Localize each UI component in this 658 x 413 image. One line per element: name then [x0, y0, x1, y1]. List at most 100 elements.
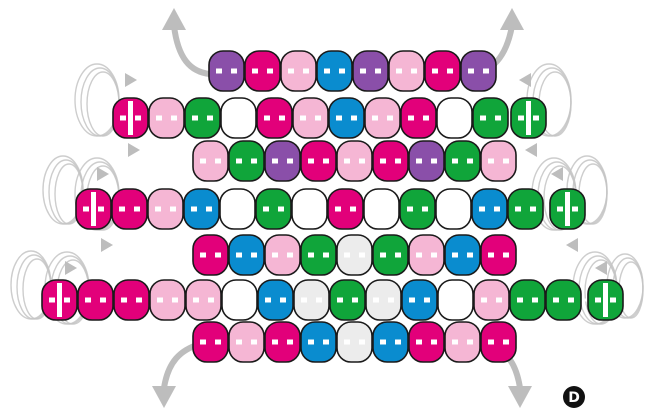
bead: [474, 280, 509, 320]
bead-hole: [236, 159, 242, 164]
bead: [510, 280, 545, 320]
bead: [185, 98, 220, 138]
bead-hole-vertical: [128, 101, 133, 135]
bead: [317, 51, 352, 91]
bead: [265, 141, 300, 181]
loop-arrow-head: [101, 238, 113, 252]
bead-hole: [191, 207, 197, 212]
bead-hole-vertical: [91, 192, 96, 226]
bead-hole: [287, 159, 293, 164]
bead-hole: [244, 298, 250, 303]
bead: [329, 98, 364, 138]
bead-hole: [314, 207, 320, 212]
bead-hole: [460, 298, 466, 303]
bead-hole: [251, 159, 257, 164]
bead-hole: [242, 207, 248, 212]
bead: [193, 235, 228, 275]
loop-arrow-head: [566, 238, 578, 252]
bead: [256, 189, 291, 229]
bead-hole: [121, 298, 127, 303]
bead-hole: [387, 116, 393, 121]
bead-hole: [215, 340, 221, 345]
bead-hole: [371, 207, 377, 212]
bead-hole: [83, 207, 89, 212]
bead-hole: [215, 159, 221, 164]
bead-hole: [264, 116, 270, 121]
bead: [229, 322, 264, 362]
bead-hole: [409, 298, 415, 303]
bead: [78, 280, 113, 320]
bead-row: [209, 51, 496, 91]
bead: [373, 235, 408, 275]
bead-hole: [351, 116, 357, 121]
bead: [481, 235, 516, 275]
bead: [481, 322, 516, 362]
bead-hole: [496, 298, 502, 303]
bead: [258, 280, 293, 320]
loop-arrow-head: [595, 261, 607, 275]
bead-hole: [344, 340, 350, 345]
bead-row: [193, 235, 516, 275]
bead-hole: [272, 159, 278, 164]
bead-hole: [422, 207, 428, 212]
bead: [353, 51, 388, 91]
bead-hole: [193, 298, 199, 303]
bead-hole: [243, 116, 249, 121]
bead-hole: [386, 207, 392, 212]
bead-row: [42, 280, 623, 320]
bead-hole: [301, 298, 307, 303]
bead-hole: [452, 340, 458, 345]
bead: [148, 189, 183, 229]
bead: [438, 280, 473, 320]
bead-hole: [208, 298, 214, 303]
bead-hole: [278, 207, 284, 212]
bead-hole: [251, 253, 257, 258]
bead-hole: [467, 253, 473, 258]
loop-arrow-head: [128, 143, 140, 157]
bead-hole: [156, 116, 162, 121]
bead-hole: [206, 207, 212, 212]
direction-arrow-head: [152, 386, 176, 408]
bead-hole: [416, 253, 422, 258]
bead-hole: [279, 116, 285, 121]
bead: [402, 280, 437, 320]
bead-hole: [200, 159, 206, 164]
bead-hole: [518, 116, 524, 121]
bead: [193, 141, 228, 181]
bead-hole-vertical: [57, 283, 62, 317]
bead-hole: [280, 298, 286, 303]
bead: [508, 189, 543, 229]
bead: [301, 322, 336, 362]
bead: [445, 141, 480, 181]
bead-hole: [495, 116, 501, 121]
bead-hole: [85, 298, 91, 303]
bead-hole: [458, 207, 464, 212]
bead-hole: [488, 340, 494, 345]
bead: [112, 189, 147, 229]
bead-hole: [488, 253, 494, 258]
bead-hole: [503, 159, 509, 164]
bead: [281, 51, 316, 91]
bead: [184, 189, 219, 229]
bead-hole: [480, 116, 486, 121]
bead-hole: [350, 207, 356, 212]
bead-hole: [443, 207, 449, 212]
bead-hole: [49, 298, 55, 303]
loop-arrow-head: [125, 73, 137, 87]
bead-hole: [481, 298, 487, 303]
bead-hole: [216, 69, 222, 74]
bead-hole: [431, 159, 437, 164]
bead-hole: [416, 340, 422, 345]
bead-hole: [432, 69, 438, 74]
bead: [546, 280, 581, 320]
bead-hole: [265, 298, 271, 303]
bead-hole: [483, 69, 489, 74]
panel-badge: D: [563, 386, 585, 408]
bead-hole: [395, 253, 401, 258]
bead-hole: [372, 116, 378, 121]
bead: [150, 280, 185, 320]
bead-hole: [316, 298, 322, 303]
bead-hole: [287, 253, 293, 258]
bead-hole: [337, 298, 343, 303]
